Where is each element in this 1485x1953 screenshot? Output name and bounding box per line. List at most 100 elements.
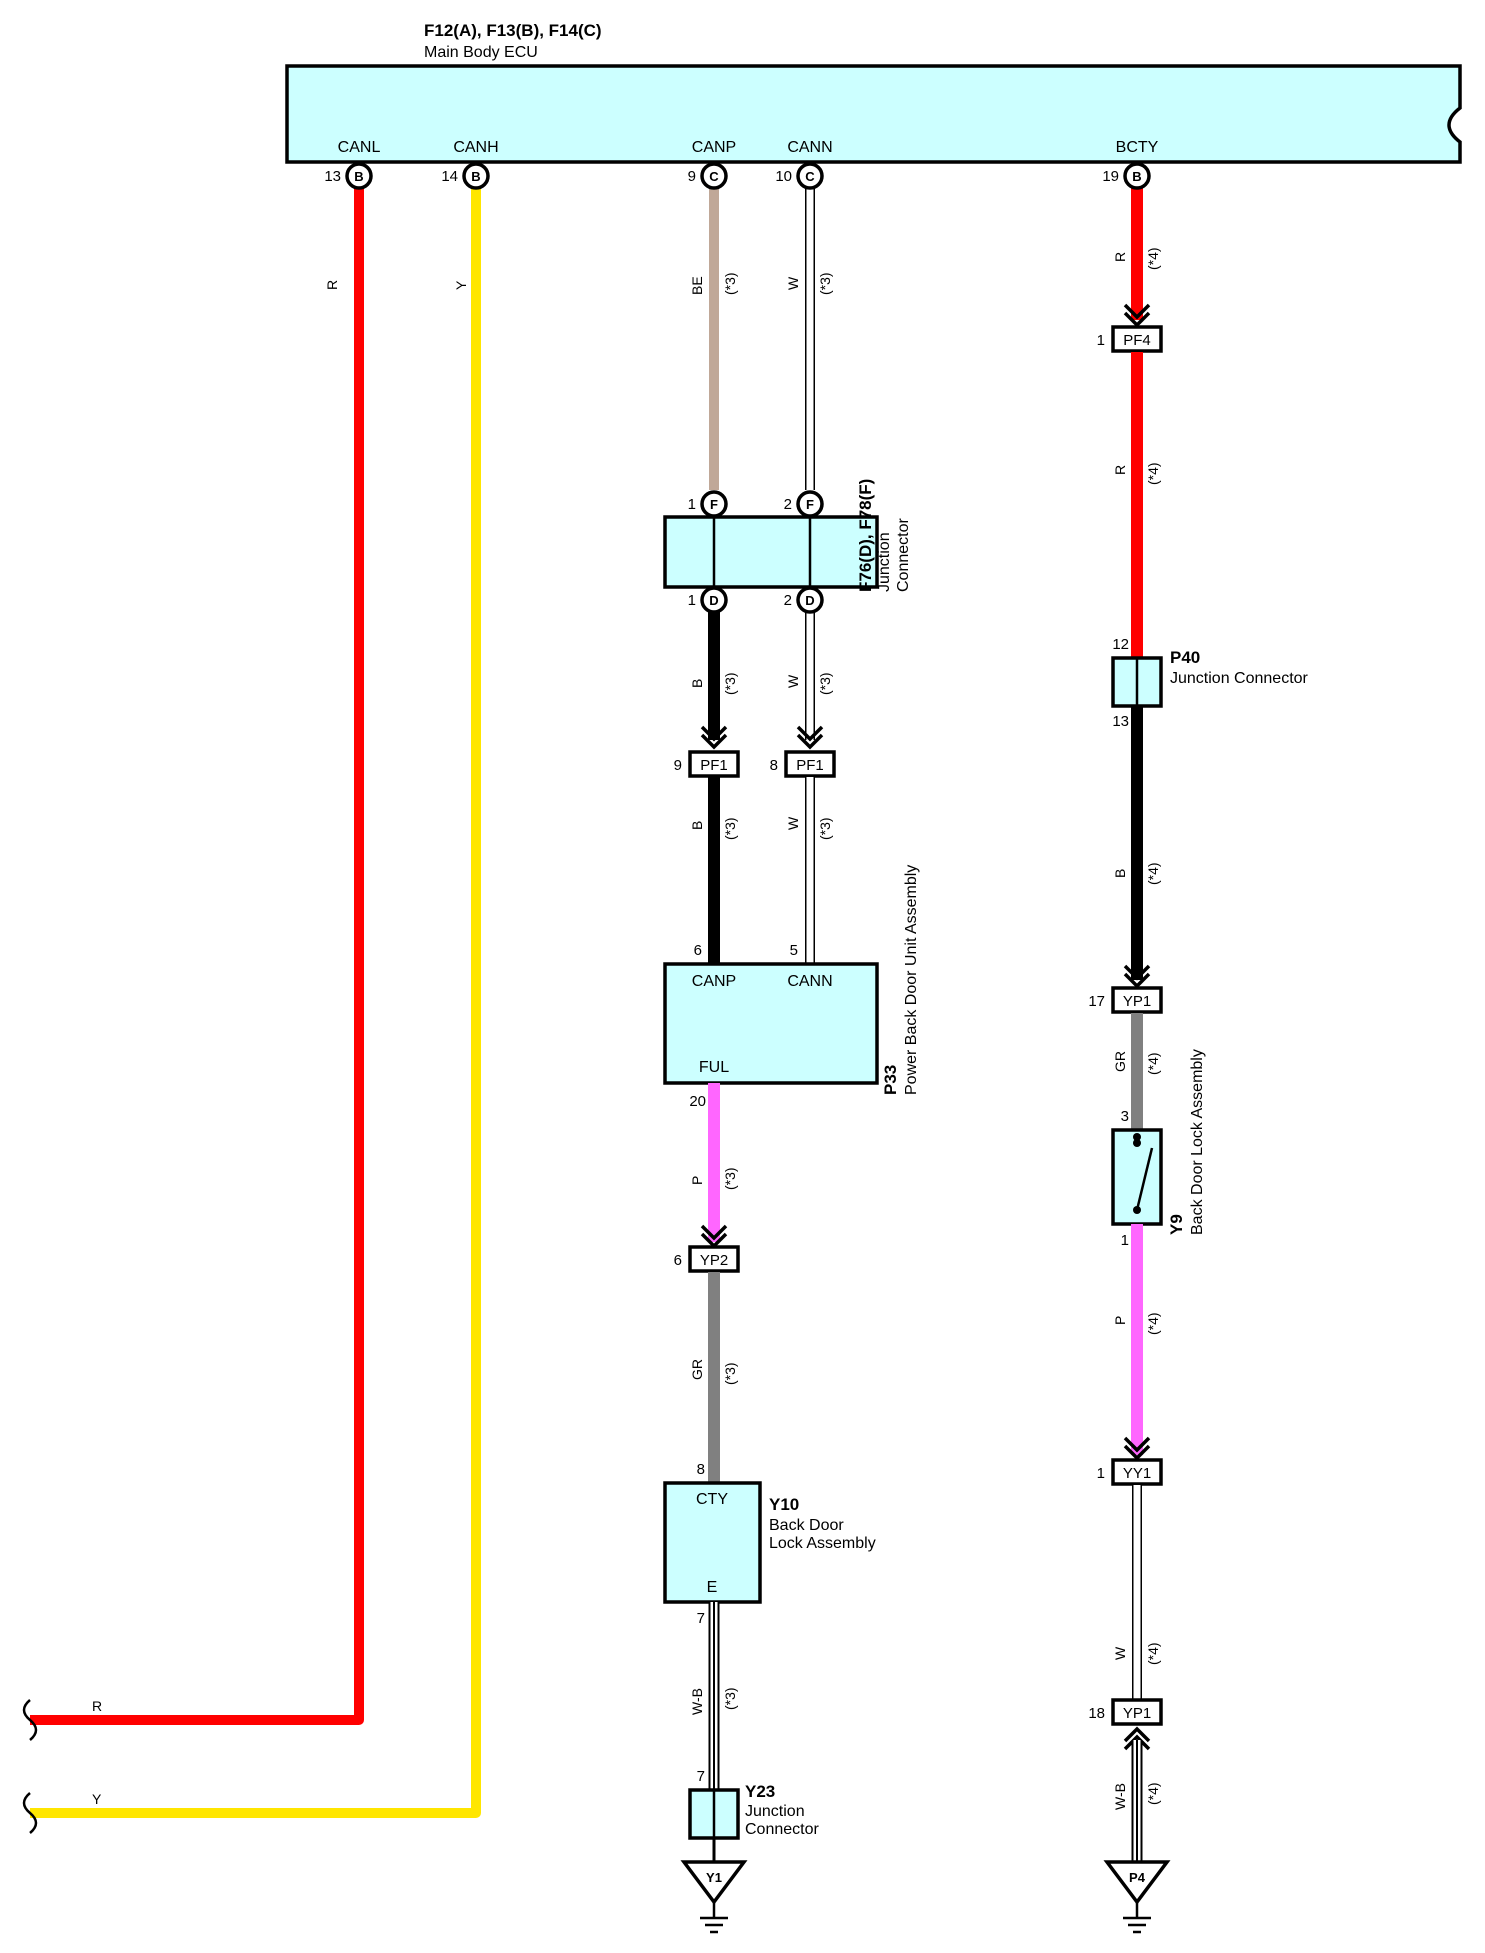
wire-code: W [785,674,801,688]
pin-number: 19 [1102,168,1119,185]
pin-number: 20 [689,1093,706,1110]
connector-label: PF1 [796,757,824,774]
wire-note: (*4) [1145,862,1161,885]
junction-pin[interactable] [796,490,824,518]
wire-note: (*3) [817,817,833,840]
wire-canl [30,176,364,1725]
wire-break-canh [22,1792,38,1834]
pin-connector-letter: C [805,169,815,184]
junction-pin[interactable] [700,586,728,614]
wire-note: (*4) [1145,1782,1161,1805]
wire-code: BE [689,276,705,295]
connector-label: YP1 [1123,1705,1151,1722]
ecu-pin-signal: CANN [787,139,832,156]
wire-canh [30,176,481,1818]
wire-note: (*4) [1145,247,1161,270]
wire-code: R [92,1698,102,1714]
connector-yp2[interactable] [688,1245,740,1273]
connector-pf1-right[interactable] [784,750,836,778]
wire-code: GR [689,1359,705,1380]
pin-number: 7 [697,1768,705,1785]
wire-note: (*3) [722,817,738,840]
wire-code: W-B [1112,1783,1128,1810]
wire-code: P [689,1176,705,1185]
pin-number: 1 [688,592,696,609]
pin-connector-letter: C [709,169,719,184]
junction-label: Connector [895,518,912,592]
pin-connector-letter: D [709,593,718,608]
wire-code: B [689,679,705,688]
pin-signal: E [707,1579,718,1596]
y10-name: Lock Assembly [769,1535,876,1552]
wire-code: Y [92,1791,102,1807]
pin-signal: CTY [696,1491,728,1508]
wire-code: W [1112,1646,1128,1660]
connector-pf4[interactable] [1111,325,1163,353]
wire-code: R [324,280,340,290]
wire-note: (*3) [817,272,833,295]
connector-yy1[interactable] [1111,1458,1163,1486]
pin-number: 10 [775,168,792,185]
connector-yp1-bottom[interactable] [1111,1698,1163,1726]
pin-number: 1 [1121,1232,1129,1249]
pin-number: 17 [1088,993,1105,1010]
y23-name: Junction [745,1803,805,1820]
p33-power-back-door-unit[interactable] [663,962,879,1085]
p33-id: P33 [881,1065,900,1095]
connector-label: YP2 [700,1252,728,1269]
y23-name: Connector [745,1821,819,1838]
junction-label: Junction [876,532,893,592]
pin-signal: FUL [699,1059,729,1076]
ecu-pin-cann[interactable] [796,162,824,190]
pin-number: 13 [324,168,341,185]
ecu-pin-canp[interactable] [700,162,728,190]
arrow-down-icon [796,725,824,750]
wire-note: (*4) [1145,1312,1161,1335]
wire-note: (*3) [722,1362,738,1385]
pin-signal: CANN [787,973,832,990]
pin-number: 9 [674,757,682,774]
pin-number: 9 [688,168,696,185]
wire-note: (*3) [722,1687,738,1710]
pin-number: 1 [1097,1465,1105,1482]
connector-label: YY1 [1123,1465,1151,1482]
wire-note: (*4) [1145,1642,1161,1665]
wire-code: R [1112,252,1128,262]
pin-number: 8 [770,757,778,774]
ecu-pin-bcty[interactable] [1123,162,1151,190]
wire-code: B [1112,869,1128,878]
connector-pf1-left[interactable] [688,750,740,778]
ecu-pin-signal: BCTY [1116,139,1159,156]
main-body-ecu[interactable] [285,64,1462,164]
ecu-pin-signal: CANL [338,139,381,156]
ecu-pin-canh[interactable] [462,162,490,190]
y9-name: Back Door Lock Assembly [1189,1049,1206,1235]
arrow-down-icon [1123,1436,1151,1461]
junction-pin[interactable] [700,490,728,518]
wire-code: Y [453,280,469,290]
wire-code: W-B [689,1688,705,1715]
junction-connector-f76[interactable] [663,515,879,589]
wire-note: (*3) [722,672,738,695]
arrow-down-icon [1123,303,1151,328]
connector-label: PF1 [700,757,728,774]
pin-number: 8 [697,1461,705,1478]
wire-code: R [1112,465,1128,475]
ecu-pin-canl[interactable] [345,162,373,190]
ecu-title: F12(A), F13(B), F14(C) [424,21,602,40]
connector-yp1-top[interactable] [1111,986,1163,1014]
ground-label: P4 [1129,1870,1146,1885]
pin-connector-letter: F [806,497,814,512]
pin-number: 1 [688,496,696,513]
pin-number: 5 [790,942,798,959]
pin-number: 6 [674,1252,682,1269]
y10-id: Y10 [769,1495,799,1514]
pin-number: 6 [694,942,702,959]
wire-code: W [785,816,801,830]
junction-pin[interactable] [796,586,824,614]
wire-code: B [689,821,705,830]
pin-number: 2 [784,496,792,513]
connector-label: YP1 [1123,993,1151,1010]
pin-connector-letter: B [354,169,363,184]
